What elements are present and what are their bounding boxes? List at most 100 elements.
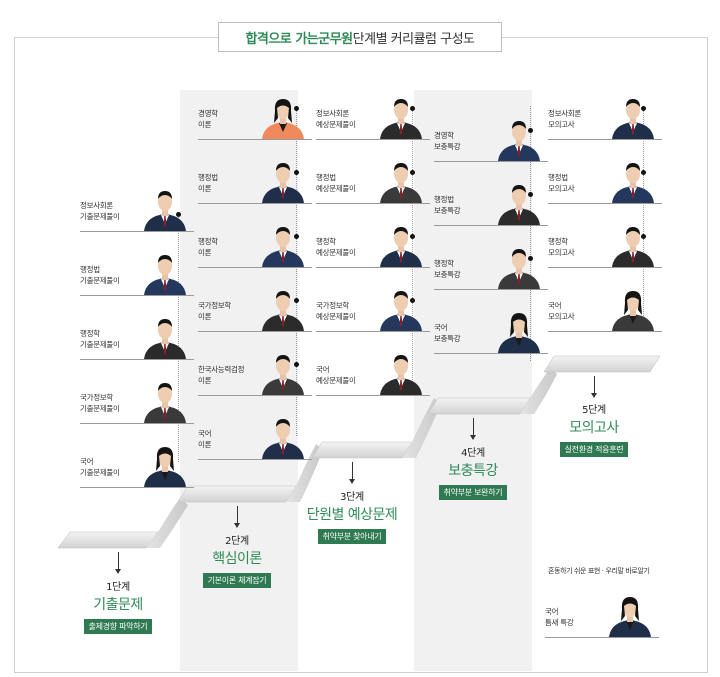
instructor-photo <box>612 291 654 331</box>
instructor-photo <box>262 163 304 203</box>
instructor-photo <box>498 185 540 225</box>
guide-line <box>643 106 644 326</box>
lecture-type: 보충특강 <box>434 206 461 215</box>
entry-underline <box>198 459 312 460</box>
lecture-type: 예상문제풀이 <box>316 184 356 193</box>
stage-1-number: 1단계 <box>106 582 130 593</box>
entry-underline <box>198 139 312 140</box>
lecture-subject: 행정법 <box>548 173 568 182</box>
instructor-photo <box>612 99 654 139</box>
entry-underline <box>545 637 659 638</box>
instructor-photo <box>144 191 186 231</box>
lecture-type: 보충특강 <box>434 270 461 279</box>
instructor-photo <box>498 313 540 353</box>
entry-underline <box>198 203 312 204</box>
entry-underline <box>80 359 194 360</box>
lecture-subject: 행정법 <box>198 173 218 182</box>
instructor-photo <box>498 249 540 289</box>
stage-2-label: 2단계 핵심이론 기본이론 체계잡기 <box>185 532 289 588</box>
special-lecture-subject: 국어 <box>545 607 559 616</box>
entry-underline <box>316 203 430 204</box>
special-lecture-label: 국어 틈새 특강 <box>545 606 574 628</box>
stage-arrow-head <box>234 523 240 528</box>
connector-dot <box>641 234 646 239</box>
title-part2: 군무원 <box>318 31 353 47</box>
connector-dot <box>528 128 533 133</box>
lecture-type: 기출문제풀이 <box>80 276 120 285</box>
column-bg-4 <box>414 90 532 671</box>
entry-underline <box>316 395 430 396</box>
connector-dot <box>410 298 415 303</box>
instructor-photo <box>612 227 654 267</box>
lecture-type: 예상문제풀이 <box>316 376 356 385</box>
lecture-subject: 정보사회론 <box>80 201 113 210</box>
lecture-type: 모의고사 <box>548 184 575 193</box>
lecture-type: 기출문제풀이 <box>80 468 120 477</box>
lecture-type: 예상문제풀이 <box>316 312 356 321</box>
stage-4-number: 4단계 <box>461 448 485 459</box>
entry-underline <box>316 331 430 332</box>
stage-arrow-head <box>470 435 476 440</box>
lecture-type: 모의고사 <box>548 312 575 321</box>
stage-1-name: 기출문제 <box>93 597 143 613</box>
stage-3-label: 3단계 단원별 예상문제 취약부분 찾아내기 <box>296 488 408 544</box>
lecture-subject: 국가정보학 <box>316 301 349 310</box>
lecture-subject: 경영학 <box>434 131 454 140</box>
diagram-frame <box>14 37 708 673</box>
entry-underline <box>80 487 194 488</box>
entry-underline <box>198 267 312 268</box>
lecture-subject: 행정학 <box>316 237 336 246</box>
instructor-photo <box>144 319 186 359</box>
stage-2-badge: 기본이론 체계잡기 <box>202 573 272 588</box>
stage-4-badge: 취약부분 보완하기 <box>438 485 508 500</box>
connector-dot <box>294 298 299 303</box>
lecture-type: 이론 <box>198 120 212 129</box>
instructor-photo <box>144 255 186 295</box>
instructor-photo <box>380 227 422 267</box>
stage-3-badge: 취약부분 찾아내기 <box>317 529 387 544</box>
entry-underline <box>80 423 194 424</box>
connector-dot <box>294 106 299 111</box>
lecture-subject: 행정학 <box>80 329 100 338</box>
entry-underline <box>434 353 548 354</box>
instructor-photo <box>144 383 186 423</box>
stage-5-badge: 실전환경 적응훈련 <box>559 442 629 457</box>
stage-4-label: 4단계 보충특강 취약부분 보완하기 <box>420 444 526 500</box>
lecture-type: 예상문제풀이 <box>316 120 356 129</box>
guide-line <box>530 106 531 361</box>
guide-line <box>296 106 297 436</box>
entry-underline <box>548 203 662 204</box>
stage-5-number: 5단계 <box>582 405 606 416</box>
lecture-subject: 국어 <box>198 429 212 438</box>
lecture-subject: 국어 <box>434 323 448 332</box>
instructor-photo <box>380 163 422 203</box>
title-part3: 단계별 커리큘럼 구성도 <box>352 31 475 47</box>
stage-arrow-head <box>115 569 121 574</box>
connector-dot <box>294 170 299 175</box>
stage-arrow-line <box>473 418 474 436</box>
connector-dot <box>294 362 299 367</box>
